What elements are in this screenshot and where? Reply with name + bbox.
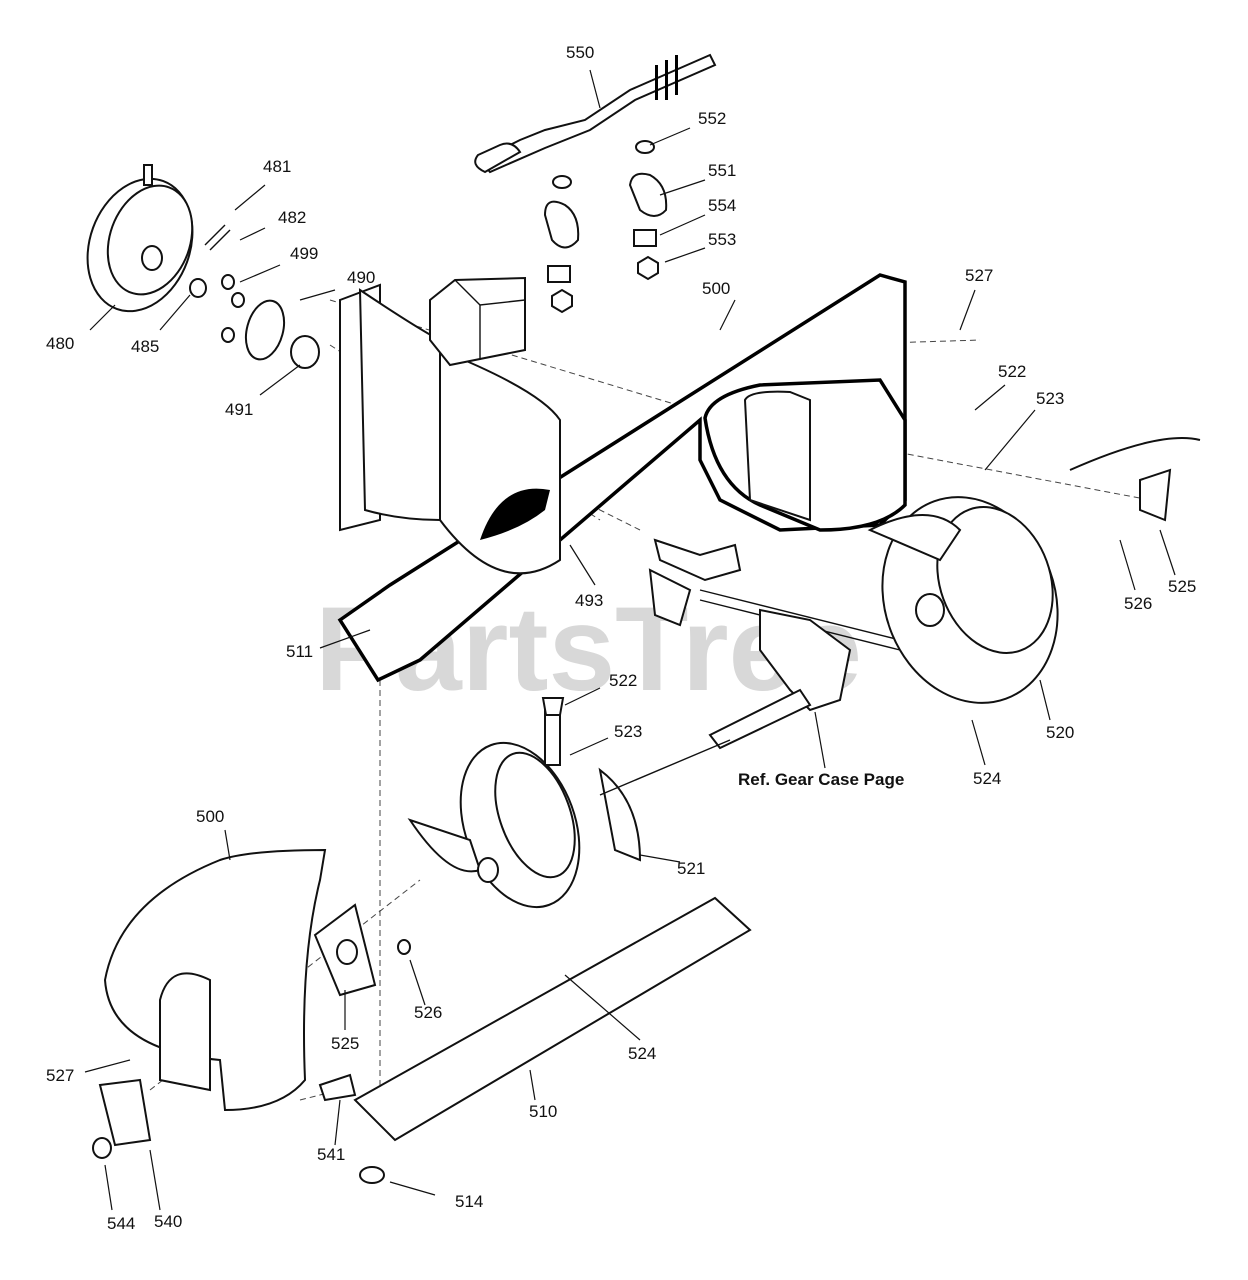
- label-481: 481: [263, 157, 291, 176]
- pulley-assembly: [86, 164, 320, 369]
- part-labels: 550 552 551 554 553 481 482 499 490 480 …: [46, 43, 1196, 1233]
- label-525-bottom: 525: [331, 1034, 359, 1053]
- label-511: 511: [286, 642, 313, 661]
- label-527-bottom: 527: [46, 1066, 74, 1085]
- label-521: 521: [677, 859, 705, 878]
- label-522-mid: 522: [609, 671, 637, 690]
- auger-right: [867, 437, 1201, 704]
- label-541: 541: [317, 1145, 345, 1164]
- label-524-top: 524: [973, 769, 1001, 788]
- chute-crank: [474, 53, 717, 174]
- label-550: 550: [566, 43, 594, 62]
- auger-left: [407, 697, 731, 909]
- label-524-bottom: 524: [628, 1044, 656, 1063]
- label-540: 540: [154, 1212, 182, 1231]
- label-552: 552: [698, 109, 726, 128]
- label-522-top: 522: [998, 362, 1026, 381]
- chute-clamp-right: [628, 140, 668, 281]
- label-527-top: 527: [965, 266, 993, 285]
- label-510: 510: [529, 1102, 557, 1121]
- ref-gear-case-note: Ref. Gear Case Page: [738, 770, 904, 789]
- label-500-top: 500: [702, 279, 730, 298]
- label-526-top: 526: [1124, 594, 1152, 613]
- label-491: 491: [225, 400, 253, 419]
- label-525-top: 525: [1168, 577, 1196, 596]
- label-551: 551: [708, 161, 736, 180]
- label-482: 482: [278, 208, 306, 227]
- label-485: 485: [131, 337, 159, 356]
- side-plate: [92, 848, 411, 1159]
- scraper-bar: [353, 896, 752, 1184]
- leader-lines: [84, 69, 1176, 1211]
- label-553: 553: [708, 230, 736, 249]
- label-554: 554: [708, 196, 736, 215]
- auger-housing: [337, 273, 907, 683]
- label-500-bottom: 500: [196, 807, 224, 826]
- gear-case: [648, 538, 901, 750]
- label-490: 490: [347, 268, 375, 287]
- label-520: 520: [1046, 723, 1074, 742]
- label-499: 499: [290, 244, 318, 263]
- label-523-mid: 523: [614, 722, 642, 741]
- label-493: 493: [575, 591, 603, 610]
- label-480: 480: [46, 334, 74, 353]
- chute-clamp-left: [543, 175, 580, 314]
- label-514: 514: [455, 1192, 483, 1211]
- label-544: 544: [107, 1214, 135, 1233]
- label-523-top: 523: [1036, 389, 1064, 408]
- label-526-bottom: 526: [414, 1003, 442, 1022]
